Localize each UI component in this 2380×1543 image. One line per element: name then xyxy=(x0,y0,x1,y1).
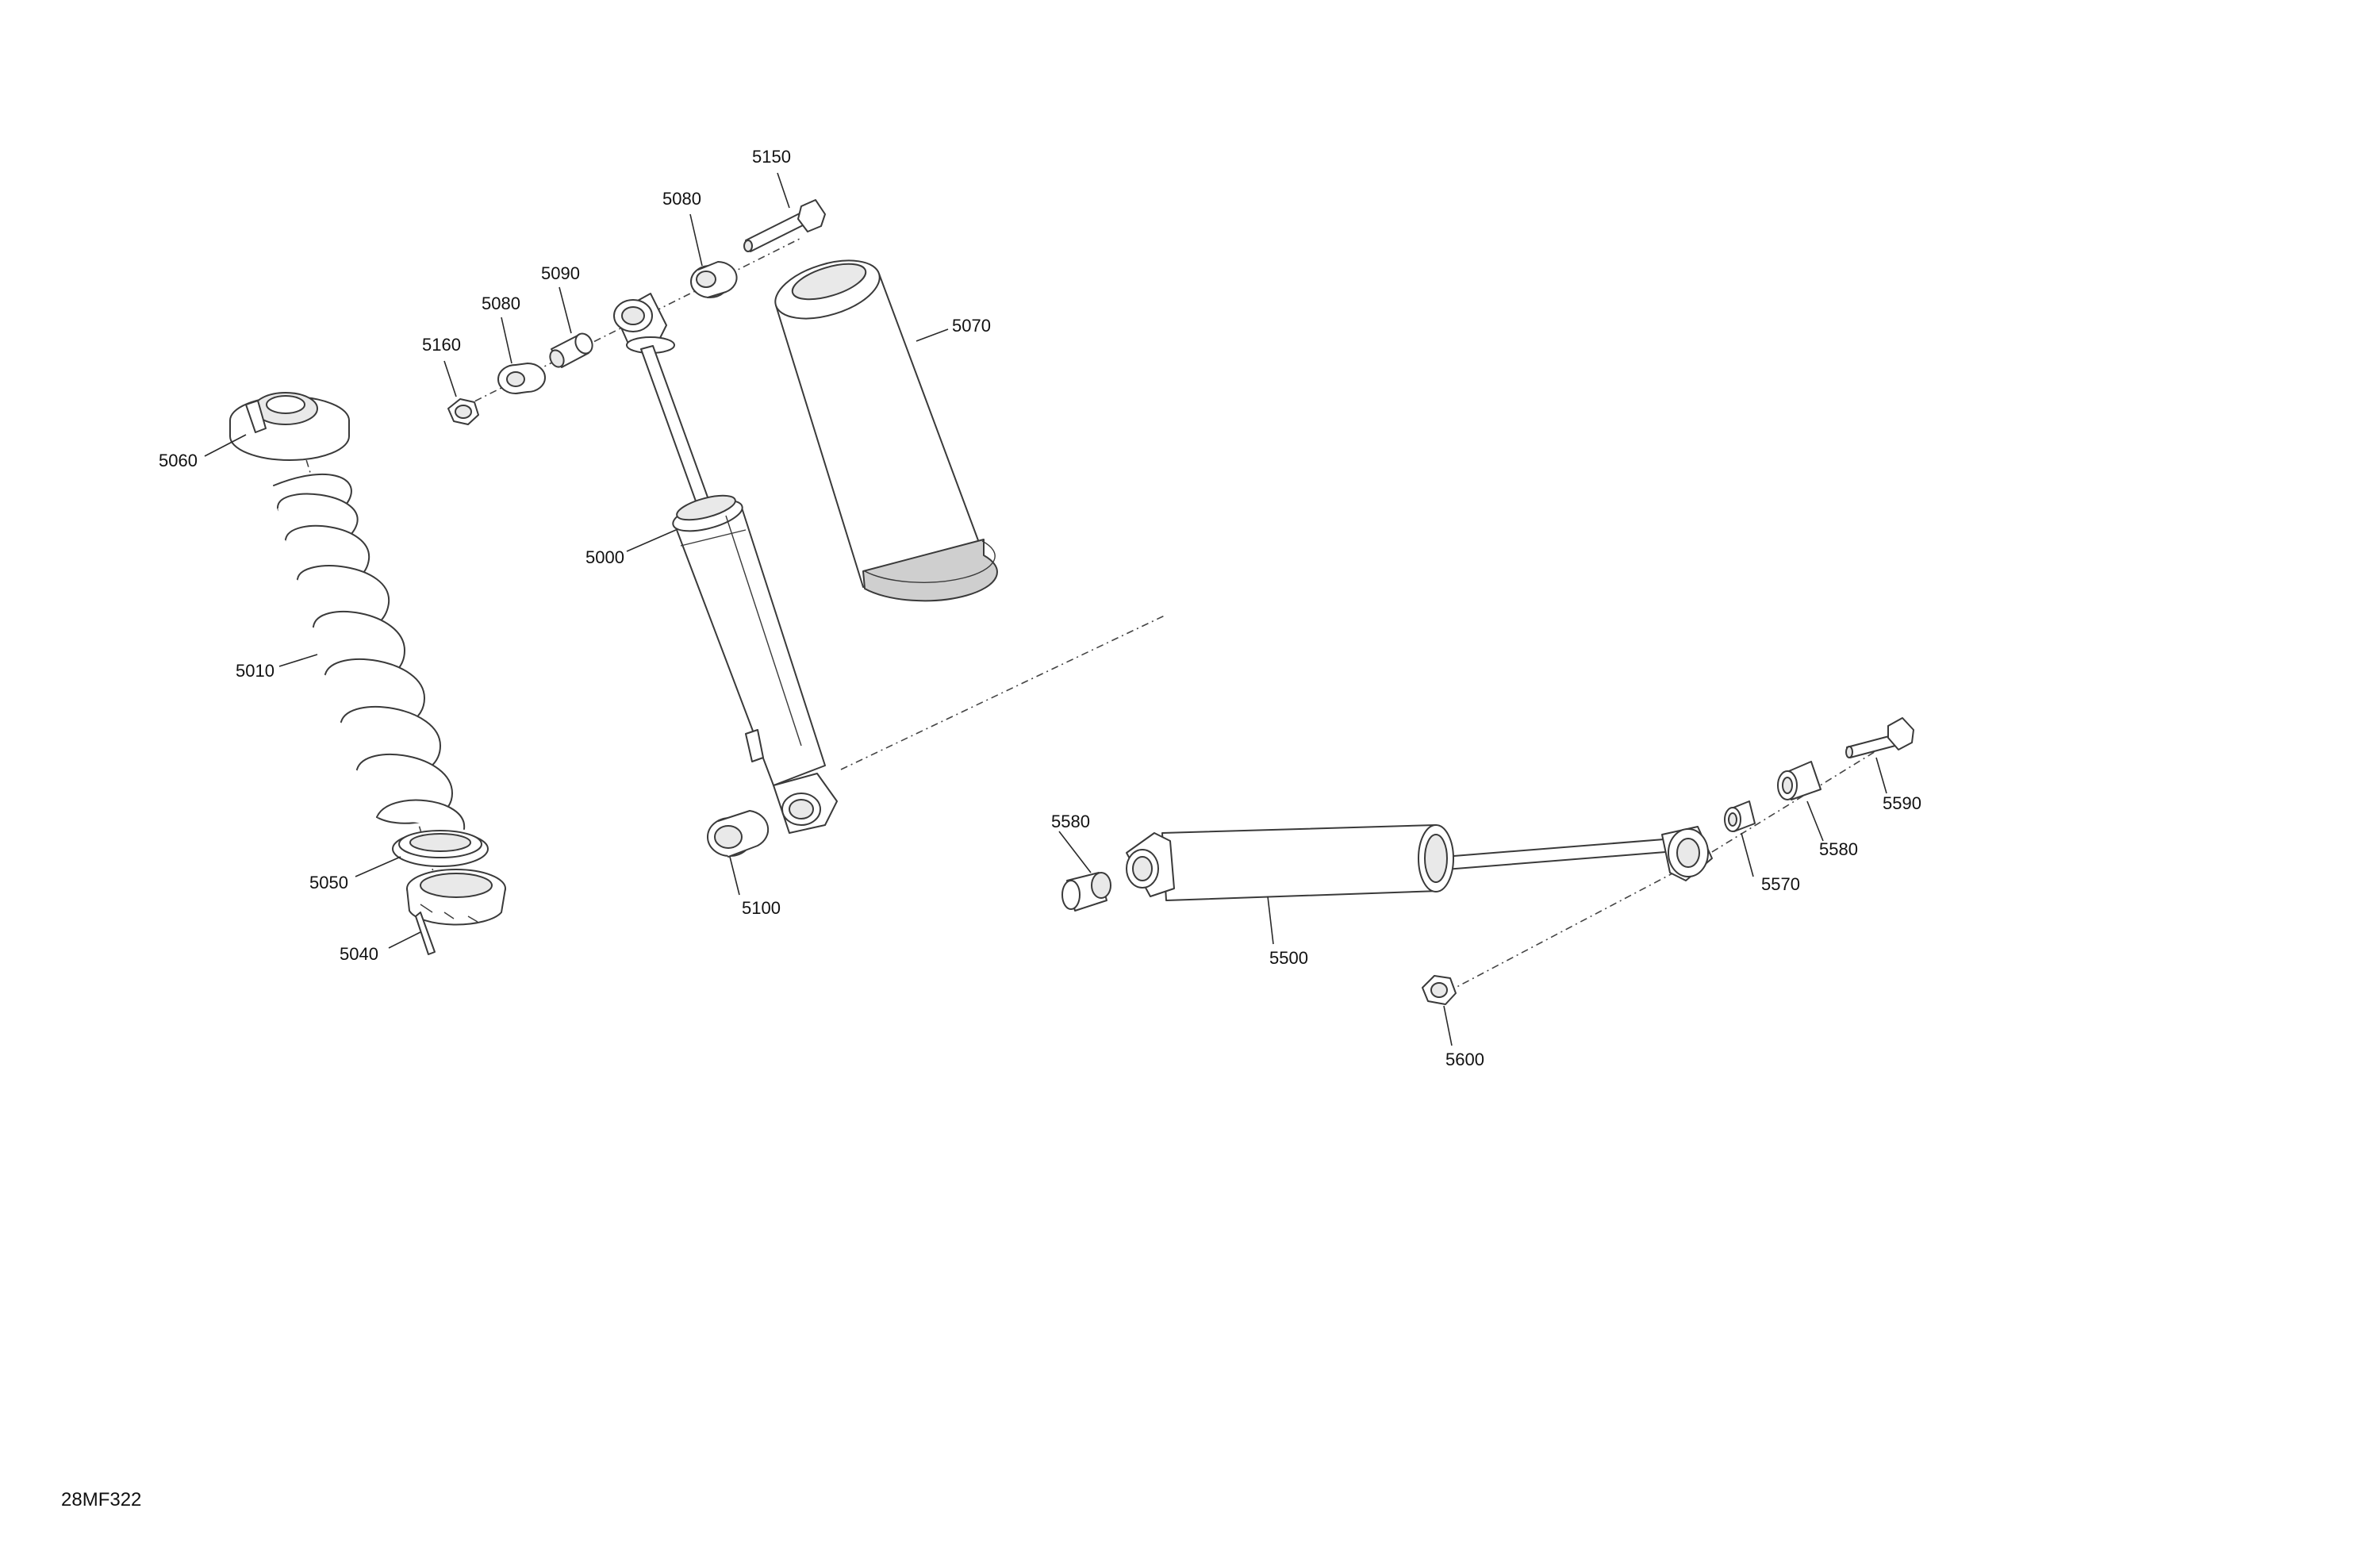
assembly-axis-lines xyxy=(301,237,1905,992)
spacer-left-part xyxy=(497,363,546,394)
callout-5500: 5500 xyxy=(1269,948,1308,968)
diagram-code: 28MF322 xyxy=(61,1489,141,1510)
callout-5070: 5070 xyxy=(952,316,991,336)
damper-nut-part xyxy=(1422,975,1457,1005)
callout-5000: 5000 xyxy=(585,547,624,567)
callout-5010: 5010 xyxy=(236,661,274,681)
leader-lines xyxy=(204,172,1887,1046)
callout-5580-right: 5580 xyxy=(1819,839,1858,859)
shock-absorber-part xyxy=(613,293,838,834)
sleeve-part xyxy=(549,332,593,368)
callout-5060: 5060 xyxy=(159,451,198,470)
shock-cover-part xyxy=(774,259,998,602)
callout-5080-right: 5080 xyxy=(662,189,701,209)
damper-bushing-left-part xyxy=(1061,872,1111,912)
coil-spring-part xyxy=(273,473,466,830)
callout-5050: 5050 xyxy=(309,873,348,892)
spring-lower-washer-part xyxy=(392,830,489,867)
callout-5600: 5600 xyxy=(1445,1050,1484,1069)
callout-5590: 5590 xyxy=(1883,793,1921,813)
bolt-part xyxy=(743,199,826,252)
callout-5100: 5100 xyxy=(742,898,781,918)
callout-5080-left: 5080 xyxy=(482,294,520,313)
callout-5570: 5570 xyxy=(1761,874,1800,894)
spring-upper-seat-part xyxy=(229,392,350,461)
callout-5040: 5040 xyxy=(340,944,378,964)
callout-5580-left: 5580 xyxy=(1051,812,1090,831)
bushing-part xyxy=(707,810,770,858)
damper-spacer-part xyxy=(1724,800,1756,832)
steering-damper-part xyxy=(1126,824,1713,901)
spacer-right-part xyxy=(690,261,738,298)
damper-bolt-part xyxy=(1845,717,1914,758)
damper-bushing-right-part xyxy=(1777,761,1821,800)
lock-nut-part xyxy=(447,398,479,425)
callout-5090: 5090 xyxy=(541,263,580,283)
adjuster-ring-part xyxy=(406,869,506,955)
callout-5160: 5160 xyxy=(422,335,461,355)
callout-5150: 5150 xyxy=(752,147,791,167)
